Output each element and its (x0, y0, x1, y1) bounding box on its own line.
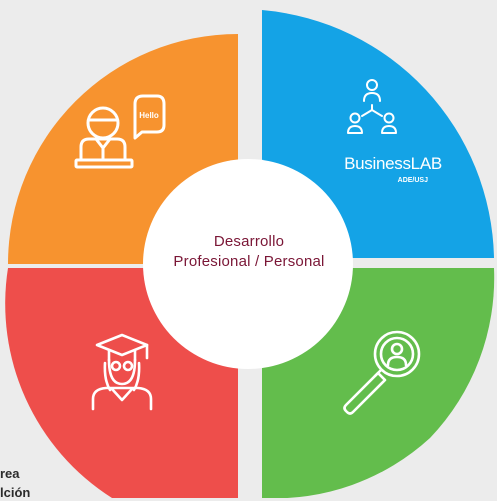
magnifier-person-icon (343, 330, 421, 415)
cropped-text-line2: lción (0, 485, 31, 500)
center-label-line1: Desarrollo (213, 233, 285, 250)
graduate-student-icon (91, 333, 153, 411)
businesslab-logo: BusinessLAB (344, 154, 442, 173)
cropped-text-line1: rea (0, 466, 20, 481)
businesslab-sub-logo: ADE/USJ (398, 177, 428, 184)
center-circle (143, 159, 353, 369)
team-network-icon (347, 79, 397, 134)
center-label: Desarrollo Profesional / Personal (149, 232, 349, 272)
speech-bubble-text: Hello (139, 111, 159, 120)
center-label-line2: Profesional / Personal (173, 253, 325, 270)
teacher-speech-bubble-icon (74, 94, 166, 169)
